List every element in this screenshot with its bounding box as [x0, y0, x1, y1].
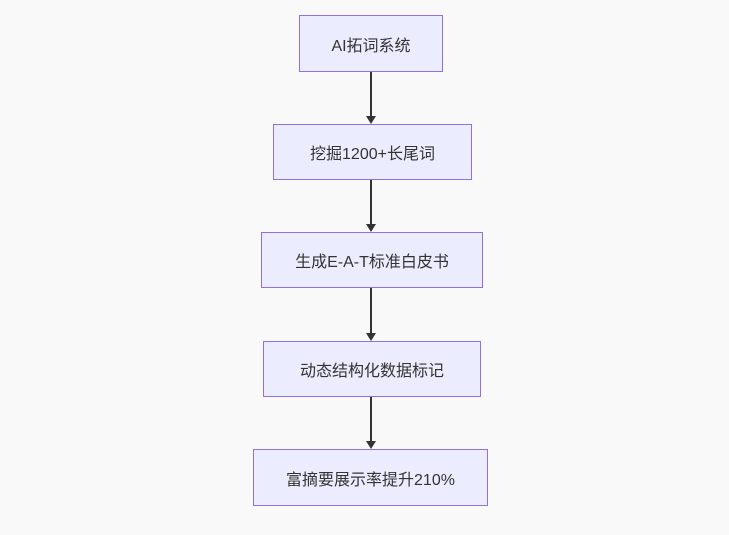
- arrow-shaft: [370, 72, 372, 117]
- arrow-connector: [366, 397, 376, 449]
- arrow-connector: [366, 288, 376, 341]
- flow-node-structured-data: 动态结构化数据标记: [263, 341, 481, 397]
- arrowhead-icon: [366, 224, 376, 232]
- arrow-connector: [366, 72, 376, 124]
- arrow-shaft: [370, 180, 372, 225]
- arrow-shaft: [370, 288, 372, 334]
- arrowhead-icon: [366, 116, 376, 124]
- flow-node-label: 富摘要展示率提升210%: [286, 471, 455, 489]
- flow-node-label: AI拓词系统: [331, 37, 411, 55]
- flow-node-label: 生成E-A-T标准白皮书: [295, 254, 449, 271]
- flow-node-label: 动态结构化数据标记: [299, 363, 444, 380]
- flow-node-eat-whitepaper: 生成E-A-T标准白皮书: [261, 232, 483, 288]
- arrow-shaft: [370, 397, 372, 442]
- arrowhead-icon: [366, 441, 376, 449]
- flow-node-rich-snippet-result: 富摘要展示率提升210%: [253, 449, 488, 506]
- flow-node-longtail-mining: 挖掘1200+长尾词: [273, 124, 472, 180]
- arrow-connector: [366, 180, 376, 232]
- arrowhead-icon: [366, 333, 376, 341]
- flow-node-ai-word-system: AI拓词系统: [299, 15, 443, 72]
- flow-node-label: 挖掘1200+长尾词: [310, 146, 435, 163]
